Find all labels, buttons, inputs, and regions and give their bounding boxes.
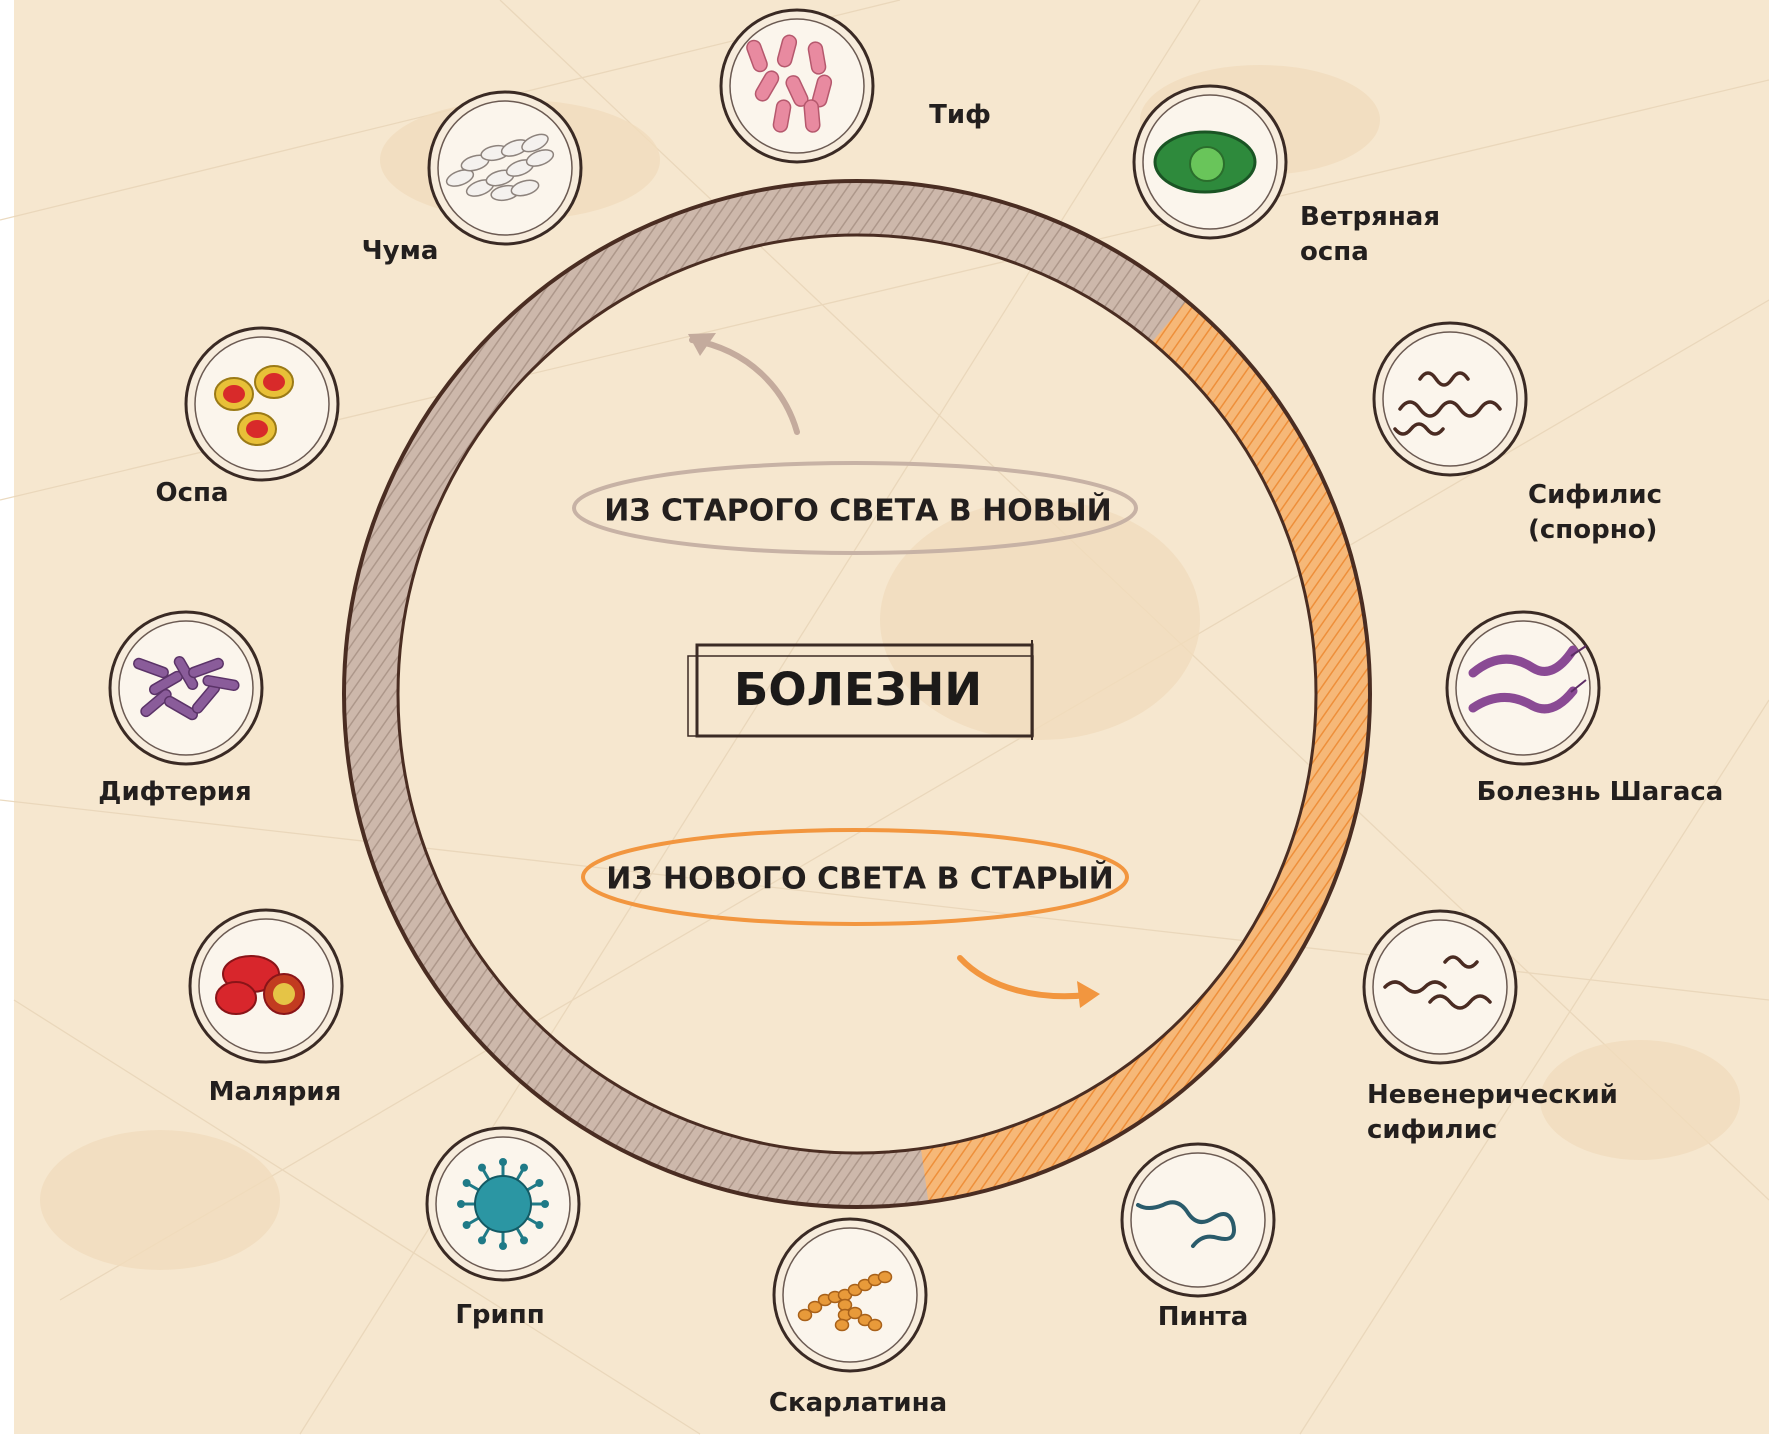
disease-label: Пинта: [1158, 1302, 1249, 1332]
legend-old-to-new-label: ИЗ СТАРОГО СВЕТА В НОВЫЙ: [604, 493, 1112, 529]
disease-label-line2: оспа: [1300, 237, 1369, 267]
disease-label: Дифтерия: [98, 777, 251, 807]
disease-label: Невенерический: [1367, 1080, 1618, 1110]
page-title: БОЛЕЗНИ: [734, 663, 982, 716]
petri-dish-inner: [195, 337, 329, 471]
disease-label: Тиф: [929, 100, 991, 130]
petri-dish-inner: [438, 101, 572, 235]
disease-label-line2: (спорно): [1528, 515, 1657, 545]
disease-label: Сифилис: [1528, 480, 1662, 510]
disease-label: Оспа: [155, 478, 228, 508]
disease-label: Малярия: [209, 1077, 342, 1107]
chickenpox-virus-icon: [1155, 132, 1255, 192]
disease-label: Ветряная: [1300, 202, 1440, 232]
disease-label-line2: сифилис: [1367, 1115, 1497, 1145]
disease-label: Чума: [362, 236, 439, 266]
disease-node: Малярия: [190, 910, 342, 1107]
disease-label: Грипп: [455, 1300, 544, 1330]
petri-dish-inner: [1373, 920, 1507, 1054]
disease-label: Болезнь Шагаса: [1477, 777, 1724, 807]
legend-new-to-old-label: ИЗ НОВОГО СВЕТА В СТАРЫЙ: [606, 861, 1114, 897]
disease-label: Скарлатина: [769, 1388, 947, 1418]
petri-dish-inner: [1383, 332, 1517, 466]
